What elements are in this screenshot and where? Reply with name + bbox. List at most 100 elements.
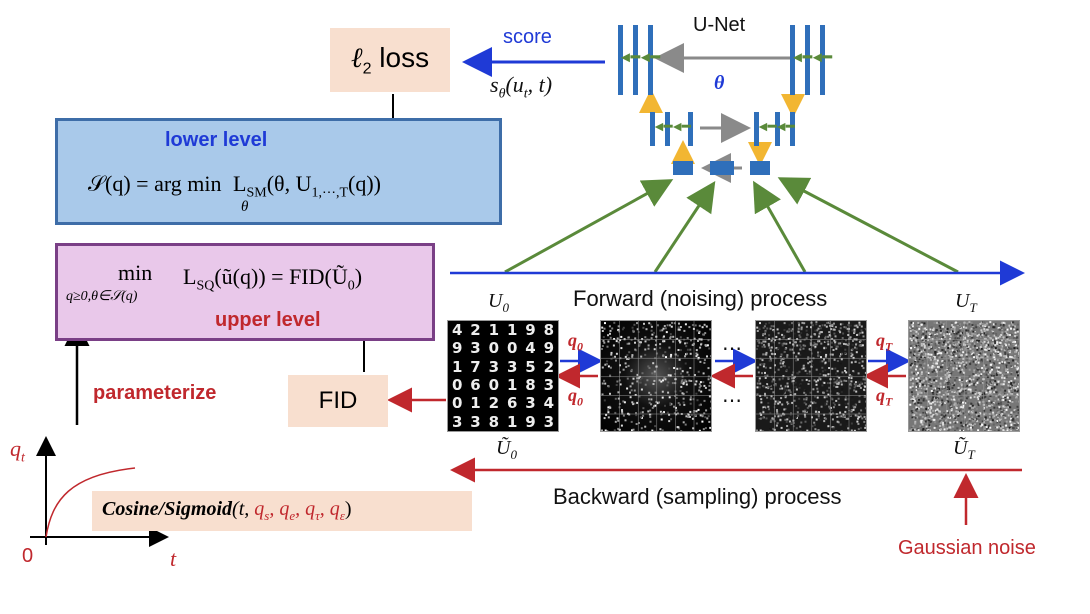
ut-label: UT bbox=[955, 290, 977, 316]
unet-block-top-right-3 bbox=[820, 25, 825, 95]
unet-title: U-Net bbox=[693, 14, 746, 36]
u0-sub: 0 bbox=[502, 300, 509, 315]
mnist-digit: 1 bbox=[506, 412, 518, 431]
ellipsis-bottom: ⋯ bbox=[722, 390, 742, 412]
upper-formula-L-sub: SQ bbox=[196, 278, 215, 294]
score-s-sub: θ bbox=[498, 86, 506, 102]
score-label: score bbox=[503, 26, 552, 48]
u0-label: U0 bbox=[488, 290, 509, 316]
mnist-digit: 1 bbox=[451, 357, 463, 376]
mnist-digit: 0 bbox=[488, 376, 500, 395]
noisy-grid-1 bbox=[600, 320, 712, 432]
noise-texture bbox=[756, 321, 866, 431]
mnist-digit: 2 bbox=[488, 394, 500, 413]
lower-formula-args: (θ, U bbox=[266, 171, 312, 196]
loss-ell: ℓ bbox=[350, 42, 363, 74]
unet-block-bottom-3 bbox=[750, 161, 770, 175]
upper-formula: LSQ(ũ(q)) = FID(Ũ0) bbox=[183, 264, 362, 294]
schedule-args-close: ) bbox=[344, 498, 352, 520]
noisy-grid-2 bbox=[755, 320, 867, 432]
unet-green-arrows-top-left: ◄━◄━ bbox=[618, 49, 660, 66]
noisy-grid-final bbox=[908, 320, 1020, 432]
mnist-digit: 1 bbox=[506, 321, 518, 340]
schedule-p3: q bbox=[305, 498, 316, 520]
upper-formula-end: ) bbox=[354, 264, 363, 289]
schedule-curve bbox=[45, 467, 136, 538]
unet-block-top-right-1 bbox=[790, 25, 795, 95]
schedule-p2: q bbox=[279, 498, 290, 520]
ut-main: U bbox=[955, 290, 970, 312]
mnist-digit: 3 bbox=[506, 357, 518, 376]
unet-block-mid-right-3 bbox=[790, 112, 795, 146]
schedule-p4-sub: ε bbox=[339, 508, 345, 523]
mnist-digit: 9 bbox=[543, 339, 555, 358]
mnist-digit: 1 bbox=[470, 394, 481, 413]
forward-process-label: Forward (noising) process bbox=[573, 286, 828, 311]
mnist-digit: 4 bbox=[543, 394, 555, 413]
unet-block-mid-left-1 bbox=[650, 112, 655, 146]
loss-box: ℓ2 loss bbox=[330, 28, 450, 92]
score-args: (u bbox=[505, 72, 524, 97]
parameterize-label: parameterize bbox=[93, 382, 217, 404]
mnist-digit: 3 bbox=[470, 339, 481, 358]
upper-formula-args: (ũ(q)) = FID(Ũ bbox=[214, 264, 348, 289]
u0-main: U bbox=[488, 290, 503, 312]
schedule-y-q: q bbox=[10, 436, 21, 461]
schedule-origin: 0 bbox=[22, 545, 34, 567]
mnist-digit: 2 bbox=[543, 357, 555, 376]
upper-level-title: upper level bbox=[215, 309, 321, 331]
ut-tilde-main: Ũ bbox=[953, 437, 968, 459]
lower-formula-lhs: 𝒮(q) = arg min bbox=[88, 171, 222, 196]
unet-green-arrows-mid-right: ◄━◄━ bbox=[756, 118, 795, 134]
green-arrow-3 bbox=[753, 180, 807, 273]
score-args-sub: t bbox=[523, 86, 528, 102]
schedule-p2-sub: e bbox=[289, 508, 296, 523]
lower-formula-args-sub: 1,⋯,T bbox=[311, 185, 349, 201]
mnist-digit: 3 bbox=[451, 412, 463, 431]
ut-tilde-sub: T bbox=[967, 447, 975, 462]
mnist-digit: 4 bbox=[451, 321, 463, 340]
loss-label: loss bbox=[371, 41, 430, 73]
green-arrow-2 bbox=[653, 180, 716, 273]
qt-bottom-label: qT bbox=[876, 385, 892, 410]
mnist-digit: 5 bbox=[525, 357, 536, 376]
mnist-digit: 3 bbox=[470, 412, 481, 431]
lower-formula-L-sub: SM bbox=[246, 185, 267, 201]
score-s: s bbox=[490, 72, 499, 97]
mnist-digit: 8 bbox=[488, 412, 500, 431]
upper-min-sub: q≥0,θ∈𝒮(q) bbox=[66, 289, 138, 304]
schedule-args-open: (t, bbox=[232, 498, 255, 520]
mnist-digit: 9 bbox=[525, 321, 536, 340]
backward-process-label: Backward (sampling) process bbox=[553, 484, 842, 509]
q0-top-sub: 0 bbox=[577, 339, 583, 354]
q0-bottom-main: q bbox=[568, 385, 577, 405]
qt-top-label: qT bbox=[876, 330, 892, 355]
mnist-digit: 9 bbox=[525, 412, 536, 431]
q0-bottom-sub: 0 bbox=[577, 394, 583, 409]
lower-level-under: θ bbox=[241, 199, 249, 215]
unet-block-bottom-2 bbox=[710, 161, 734, 175]
upper-min: min bbox=[118, 260, 153, 285]
u0-tilde-main: Ũ bbox=[496, 437, 511, 459]
score-formula: sθ(ut, t) bbox=[490, 72, 552, 102]
noise-texture bbox=[909, 321, 1019, 431]
loss-ell-sub: 2 bbox=[362, 60, 372, 78]
schedule-p1-sub: s bbox=[264, 508, 270, 523]
qt-top-sub: T bbox=[885, 339, 893, 354]
mnist-digit: 6 bbox=[470, 376, 481, 395]
mnist-digit: 8 bbox=[525, 376, 536, 395]
schedule-p4: q bbox=[329, 498, 340, 520]
q0-top-label: q0 bbox=[568, 330, 583, 355]
q0-bottom-label: q0 bbox=[568, 385, 583, 410]
ut-tilde-label: ŨT bbox=[953, 437, 975, 463]
qt-top-main: q bbox=[876, 330, 885, 350]
schedule-y-sub: t bbox=[21, 450, 25, 466]
lower-level-box: lower level 𝒮(q) = arg min LSM(θ, U1,⋯,T… bbox=[55, 118, 502, 225]
fid-box: FID bbox=[288, 375, 388, 427]
mnist-digit: 6 bbox=[506, 394, 518, 413]
u0-tilde-sub: 0 bbox=[510, 447, 517, 462]
unet-block-bottom-1 bbox=[673, 161, 693, 175]
score-args-end: , t) bbox=[527, 72, 553, 97]
lower-formula-end: (q)) bbox=[348, 171, 382, 196]
